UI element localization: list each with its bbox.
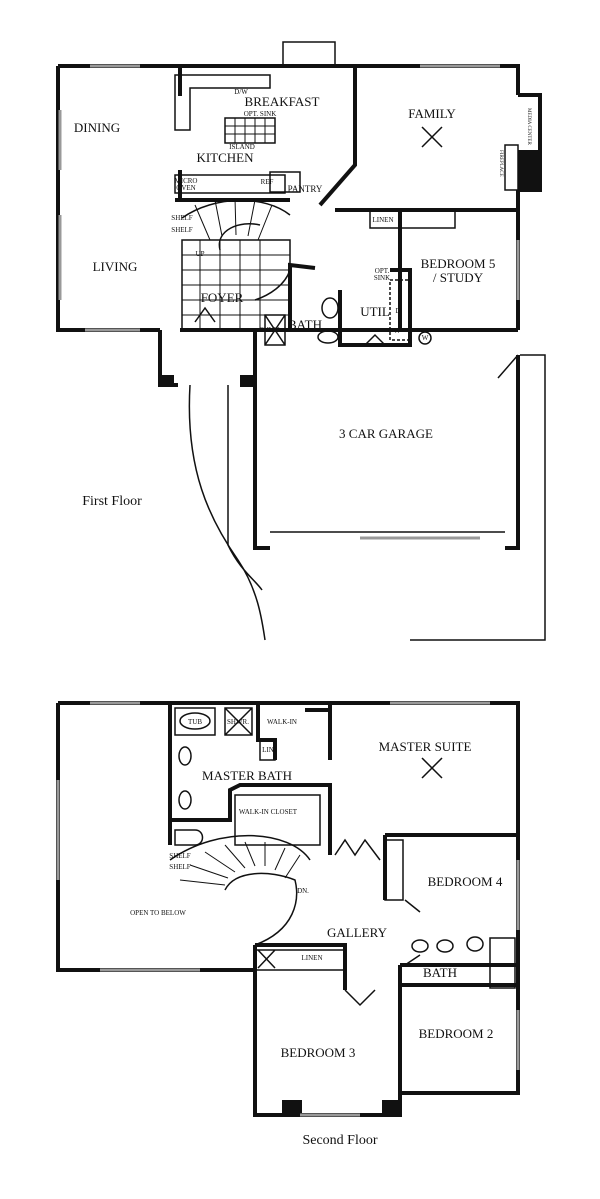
linen-label: LINEN	[373, 216, 394, 224]
opt-sink-label: OPT. SINK	[244, 110, 277, 118]
room-label-walk-in-closet: WALK-IN CLOSET	[239, 808, 298, 816]
room-label-bedroom4: BEDROOM 4	[428, 874, 503, 889]
stairs-down-label: DN.	[297, 887, 309, 895]
second-floor-walls	[56, 701, 520, 1117]
room-label-master-suite: MASTER SUITE	[379, 739, 472, 754]
pantry-label: PANTRY	[288, 184, 323, 194]
island-label: ISLAND	[229, 143, 255, 151]
room-label-dining: DINING	[74, 120, 120, 135]
dryer-label: D	[395, 307, 400, 315]
stairs-up-label: UP	[196, 250, 205, 258]
room-label-master-bath: MASTER BATH	[202, 768, 292, 783]
room-label-garage: 3 CAR GARAGE	[339, 426, 433, 441]
room-label-kitchen: KITCHEN	[196, 150, 254, 165]
room-label-gallery: GALLERY	[327, 925, 388, 940]
oven-label: OVEN	[176, 184, 195, 192]
media-center-label: MEDIA CENTER	[526, 108, 531, 145]
second-floor-caption: Second Floor	[302, 1133, 377, 1148]
room-label-study: / STUDY	[433, 270, 484, 285]
shower-label: SHWR.	[260, 326, 282, 334]
tub-label: TUB	[188, 718, 202, 726]
fireplace-label: FIREPLACE	[498, 150, 503, 177]
room-label-bath-2: BATH	[423, 965, 457, 980]
shelf-label: SHELF	[171, 214, 193, 222]
first-floor-caption: First Floor	[82, 494, 142, 509]
room-label-bedroom2: BEDROOM 2	[419, 1026, 494, 1041]
room-label-open-to-below: OPEN TO BELOW	[130, 909, 186, 917]
washer-label: W	[394, 327, 401, 335]
shelf-label: SHELF	[169, 863, 191, 871]
room-label-bedroom5: BEDROOM 5	[421, 256, 496, 271]
room-label-living: LIVING	[93, 259, 138, 274]
shower-label: SHWR.	[227, 718, 249, 726]
shelf-label: SHELF	[171, 226, 193, 234]
first-floor-walls	[56, 41, 546, 641]
linen-label: LINEN	[302, 954, 323, 962]
water-heater-label: W	[422, 334, 429, 342]
room-label-foyer: FOYER	[201, 290, 244, 305]
walk-in-label: WALK-IN	[267, 718, 297, 726]
util-opt-label: OPT.	[375, 267, 390, 275]
room-label-util: UTIL	[360, 304, 390, 319]
room-label-breakfast: BREAKFAST	[245, 94, 320, 109]
shelf-label: SHELF	[169, 852, 191, 860]
dw-label: D/W	[234, 88, 248, 96]
room-label-bath: BATH	[288, 317, 322, 332]
util-sink-label: SINK	[374, 274, 390, 282]
room-label-bedroom3: BEDROOM 3	[281, 1045, 356, 1060]
micro-label: MICRO	[175, 177, 198, 185]
room-label-family: FAMILY	[408, 106, 456, 121]
ref-label: REF	[261, 178, 274, 186]
lin-label: LIN	[262, 746, 274, 754]
